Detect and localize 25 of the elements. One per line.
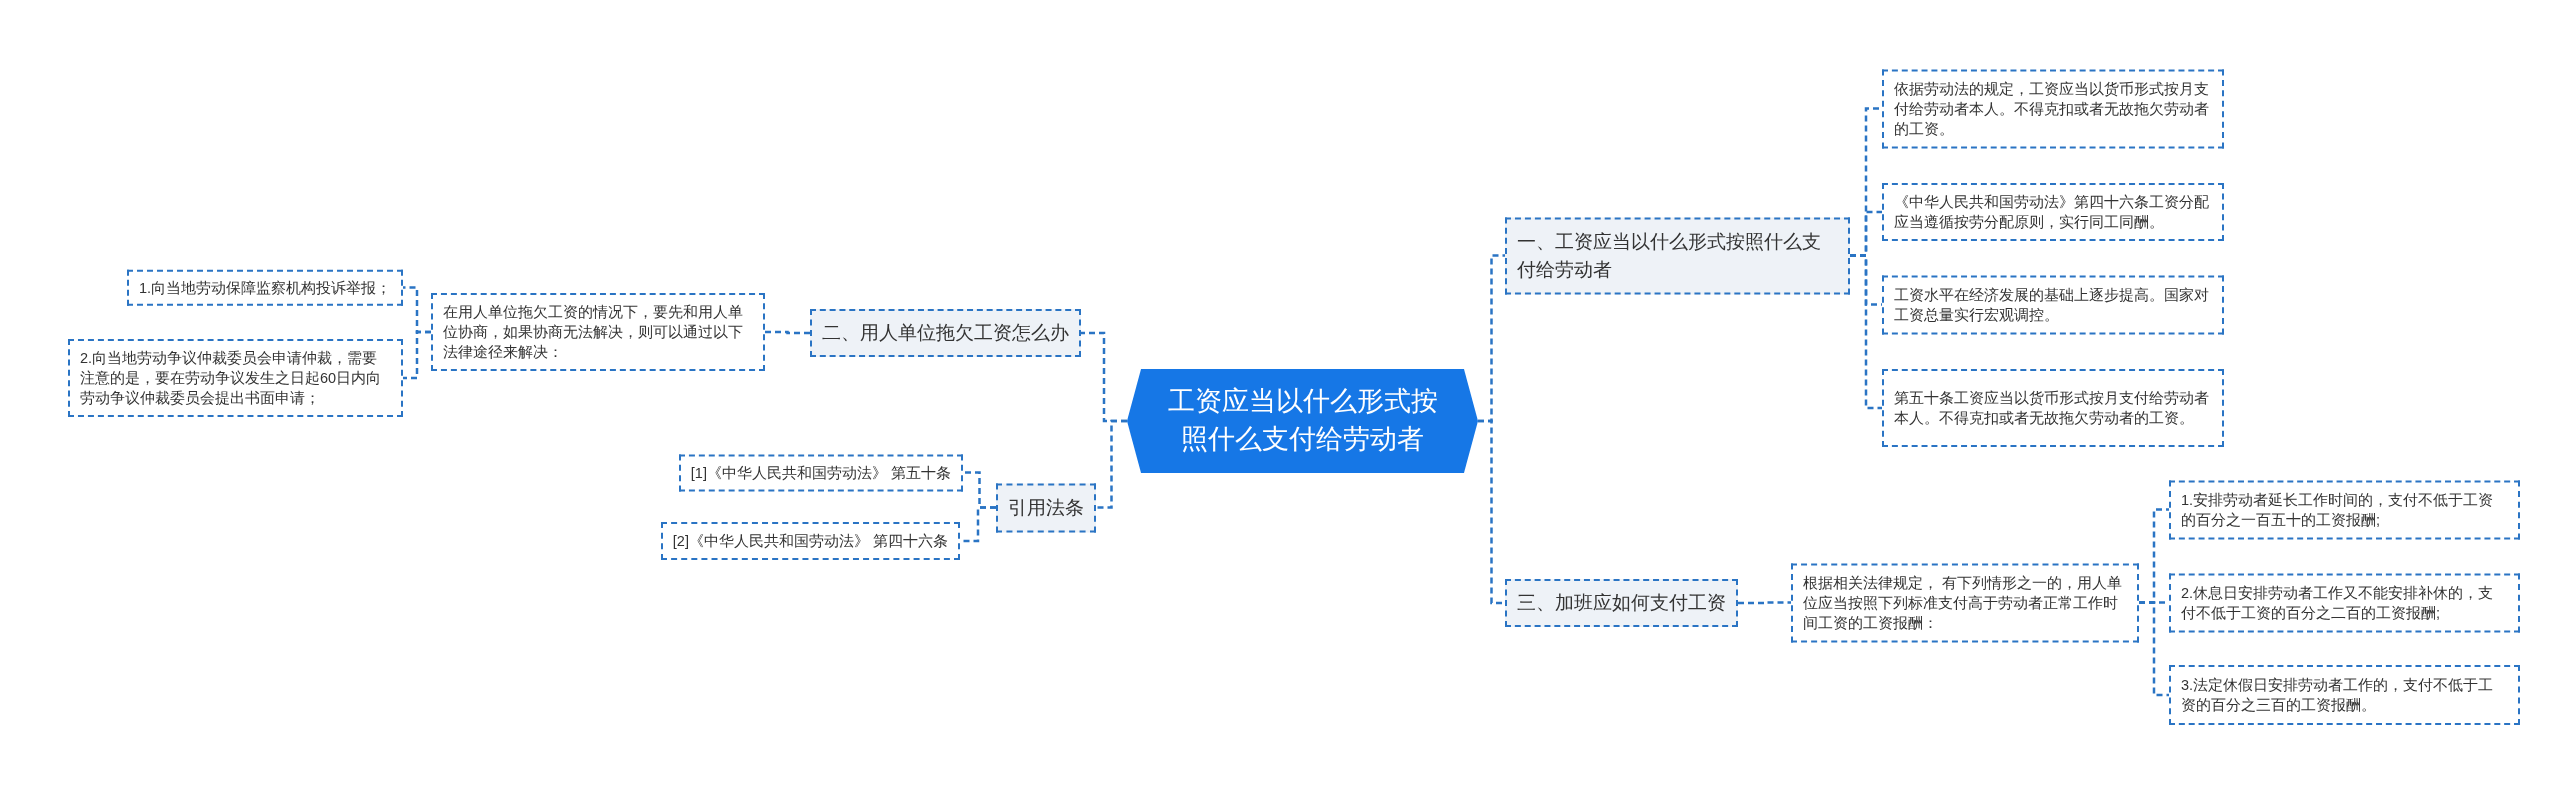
connector [765, 330, 810, 335]
central-topic: 工资应当以什么形式按照什么支付给劳动者 [1127, 369, 1478, 473]
text-box: 《中华人民共和国劳动法》第四十六条工资分配应当遵循按劳分配原则，实行同工同酬。 [1882, 183, 2224, 241]
text-box: 1.安排劳动者延长工作时间的，支付不低于工资的百分之一百五十的工资报酬; [2169, 480, 2520, 539]
connector [1096, 419, 1127, 509]
connector [2139, 601, 2169, 697]
text-box: 在用人单位拖欠工资的情况下，要先和用人单位协商，如果协商无法解决，则可以通过以下法律途径来解决： [431, 293, 765, 371]
topic-box: 三、加班应如何支付工资 [1505, 579, 1738, 627]
topic-box: 引用法条 [996, 483, 1096, 532]
topic-box: 一、工资应当以什么形式按照什么支付给劳动者 [1505, 217, 1850, 294]
text-box: 依据劳动法的规定，工资应当以货币形式按月支付给劳动者本人。不得克扣或者无故拖欠劳动者的工资。 [1882, 69, 2224, 148]
text-box: 根据相关法律规定， 有下列情形之一的，用人单位应当按照下列标准支付高于劳动者正常工作时间工资的工资报酬： [1791, 563, 2139, 642]
topic-box: 二、用人单位拖欠工资怎么办 [810, 309, 1081, 357]
text-box: 3.法定休假日安排劳动者工作的，支付不低于工资的百分之三百的工资报酬。 [2169, 665, 2520, 725]
text-box: [1]《中华人民共和国劳动法》 第五十条 [678, 454, 963, 491]
text-box: 工资水平在经济发展的基础上逐步提高。国家对工资总量实行宏观调控。 [1882, 275, 2224, 334]
text-box: [2]《中华人民共和国劳动法》 第四十六条 [660, 522, 960, 560]
connector [1738, 601, 1791, 605]
text-box: 2.向当地劳动争议仲裁委员会申请仲裁，需要注意的是，要在劳动争议发生之日起60日内向劳动争议仲裁委员会提出书面申请； [68, 339, 403, 417]
connector [1478, 419, 1505, 605]
text-box: 第五十条工资应当以货币形式按月支付给劳动者本人。不得克扣或者无故拖欠劳动者的工资。 [1882, 369, 2224, 447]
connector [1850, 254, 1882, 410]
text-box: 1.向当地劳动保障监察机构投诉举报； [126, 269, 403, 306]
text-box: 2.休息日安排劳动者工作又不能安排补休的，支付不低于工资的百分之二百的工资报酬; [2169, 573, 2520, 632]
connector [403, 330, 431, 380]
